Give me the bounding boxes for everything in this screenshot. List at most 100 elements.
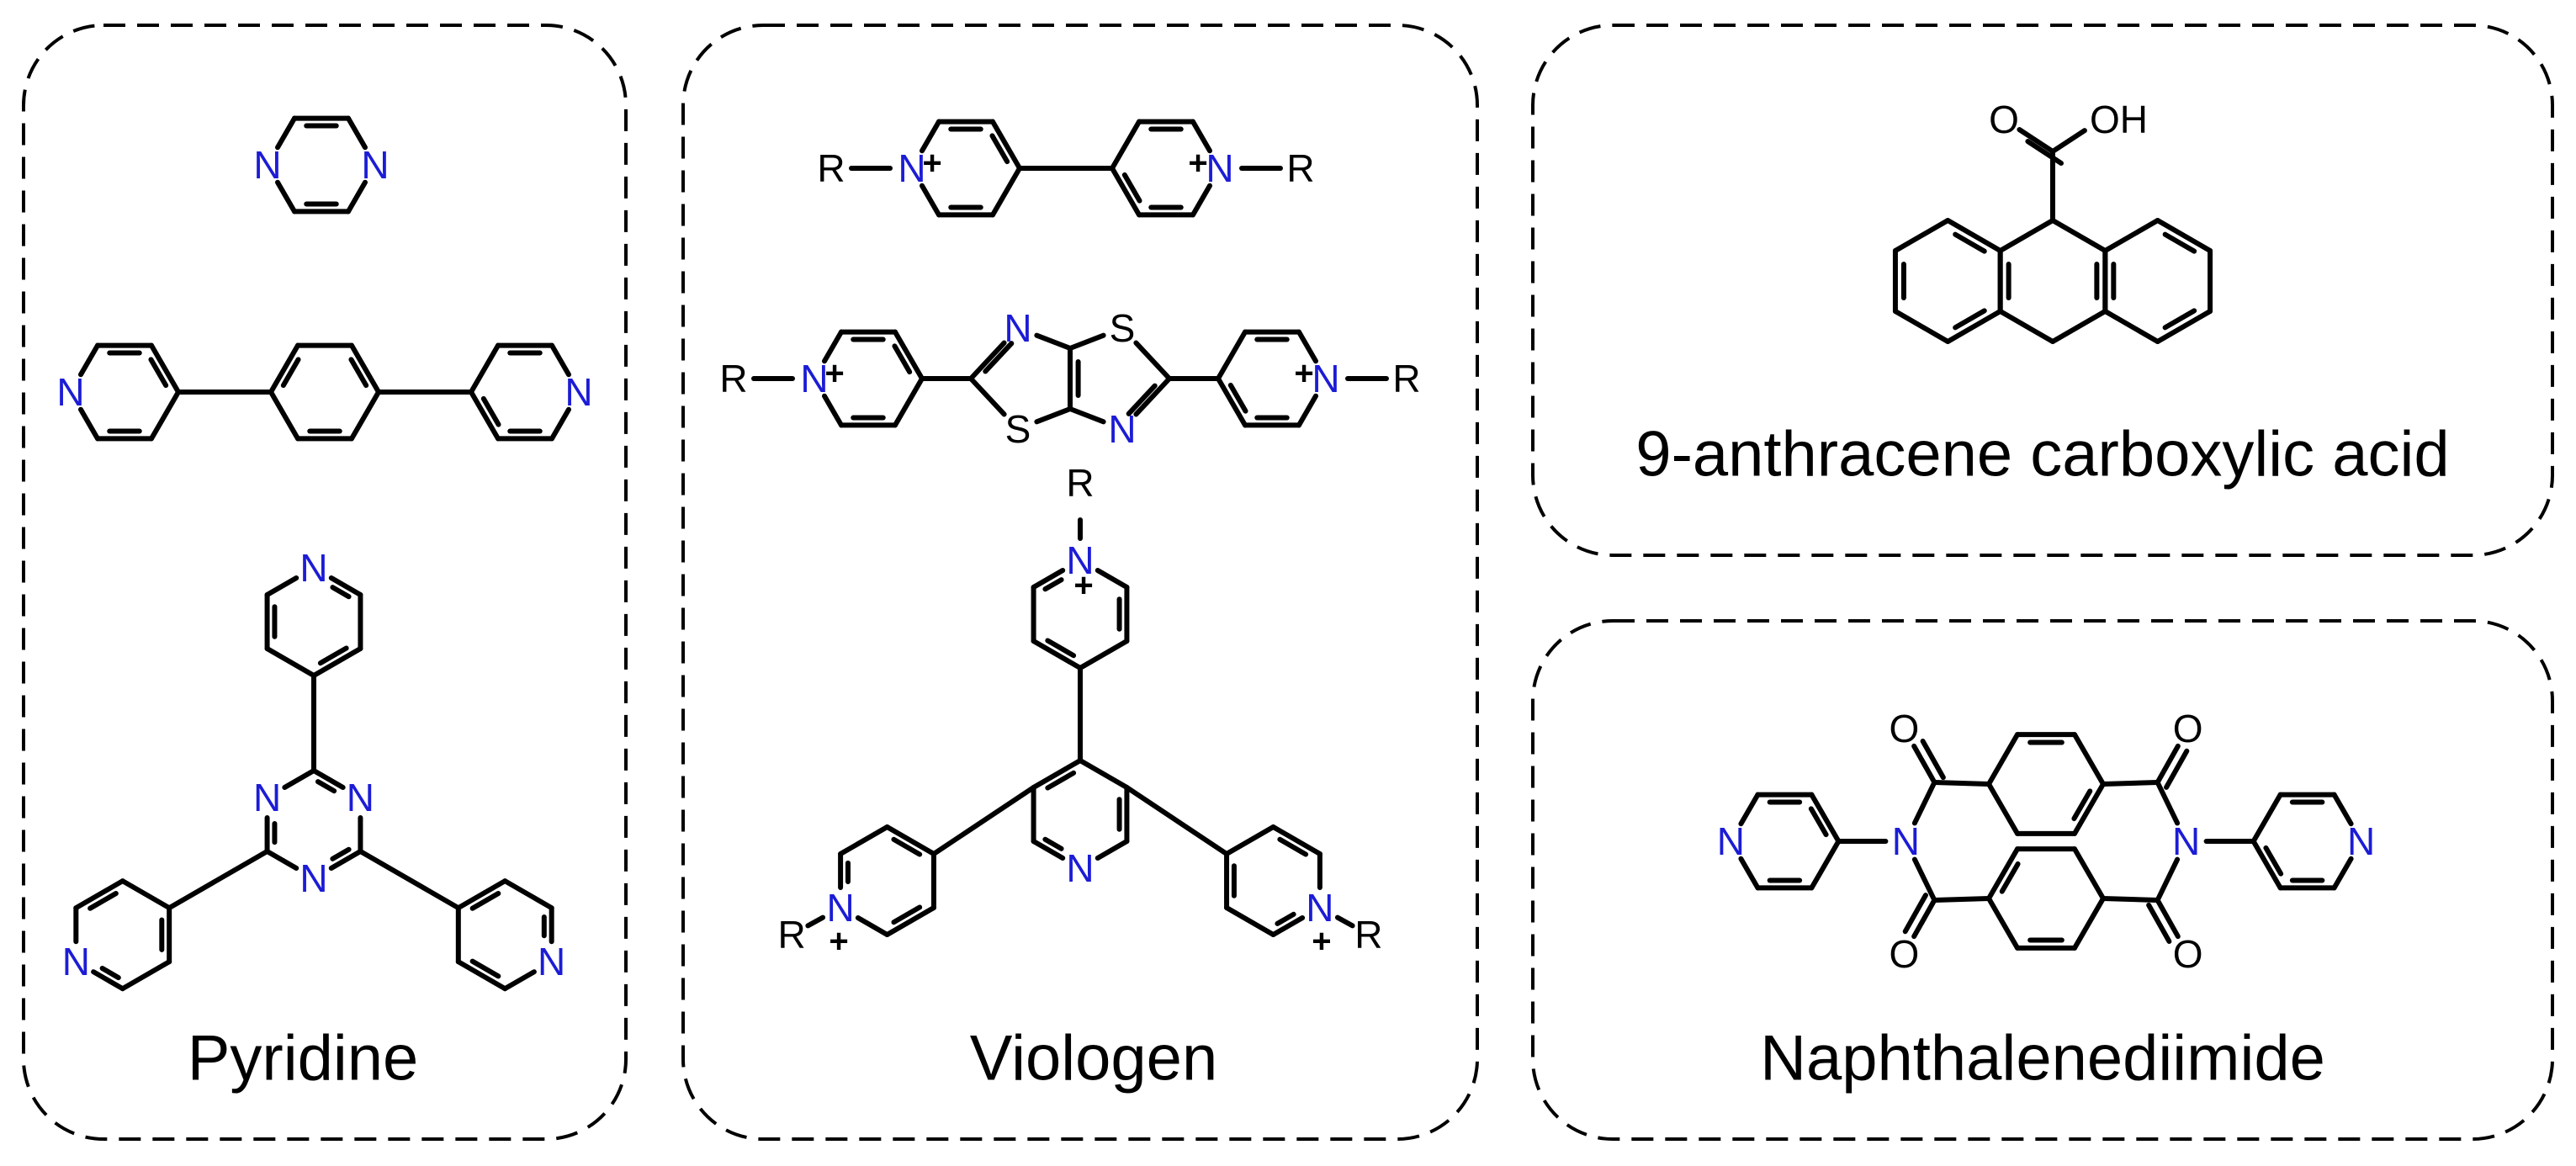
single-bond xyxy=(1911,898,1937,940)
positive-charge: + xyxy=(1073,567,1093,604)
double-bond xyxy=(1042,836,1064,851)
nitrogen-atom: N xyxy=(2172,819,2200,863)
ring-bond xyxy=(884,824,936,856)
double-bond xyxy=(892,343,913,375)
ring-bond xyxy=(455,878,508,911)
ring-bond xyxy=(275,115,297,151)
ring-bond xyxy=(149,390,181,442)
single-bond xyxy=(1068,332,1106,351)
pyrazine-structure: NN xyxy=(253,115,390,215)
double-bond xyxy=(891,836,923,857)
nitrogen-atom: N xyxy=(62,940,90,983)
positive-charge: + xyxy=(1188,145,1207,182)
single-bond xyxy=(1124,785,1230,856)
ring-bond xyxy=(893,376,925,428)
ring-bond xyxy=(1224,905,1276,937)
ring-bond xyxy=(2050,309,2108,344)
ring-bond xyxy=(1738,856,1761,891)
ring-bond xyxy=(328,575,363,597)
nitrogen-atom: N xyxy=(2347,819,2375,863)
nitrogen-atom: N xyxy=(1717,819,1745,863)
single-bond xyxy=(2101,780,2160,787)
oxygen-atom: O xyxy=(1989,98,2019,141)
single-bond xyxy=(968,376,1007,417)
ring-bond xyxy=(990,166,1022,218)
ring-bond xyxy=(822,393,844,428)
nitrogen-atom: N xyxy=(1004,306,1031,350)
single-bond xyxy=(1911,780,1937,826)
ring-bond xyxy=(264,849,299,871)
single-bond xyxy=(930,785,1036,856)
tripyridinium-pyridine-structure: NN+RN+RN+R xyxy=(777,461,1382,960)
ring-bond xyxy=(855,915,890,937)
ring-bond xyxy=(1270,915,1306,937)
ring-bond xyxy=(2102,218,2160,253)
double-bond xyxy=(330,846,352,861)
single-bond xyxy=(1034,406,1073,425)
double-bond xyxy=(280,357,301,389)
caption-naphthalenediimide: Naphthalenediimide xyxy=(1760,1023,2325,1094)
double-bond xyxy=(148,357,169,389)
single-bond xyxy=(167,849,270,911)
ring-bond xyxy=(2072,782,2106,836)
ring-bond xyxy=(502,878,554,911)
double-bond xyxy=(983,341,1015,374)
ring-bond xyxy=(1031,568,1066,590)
double-bond xyxy=(2263,845,2284,877)
ring-bond xyxy=(920,183,941,218)
ring-bond xyxy=(275,179,297,215)
nitrogen-atom: N xyxy=(299,856,327,900)
ring-bond xyxy=(1296,329,1318,364)
oxygen-atom: O xyxy=(2173,932,2203,976)
positive-charge: + xyxy=(1312,923,1331,960)
ring-bond xyxy=(311,646,363,678)
double-bond xyxy=(989,133,1010,165)
single-bond xyxy=(1068,406,1106,425)
ring-bond xyxy=(1945,309,2003,344)
double-bond xyxy=(1227,382,1248,414)
ring-bond xyxy=(1095,839,1130,861)
ring-bond xyxy=(1997,218,2055,253)
caption-pyridine: Pyridine xyxy=(188,1023,419,1094)
positive-charge: + xyxy=(922,145,941,182)
nitrogen-atom: N xyxy=(538,940,565,983)
sulfur-atom: S xyxy=(1005,407,1031,451)
double-bond xyxy=(1999,861,2021,894)
nitrogen-atom: N xyxy=(299,546,327,590)
r-substituent: R xyxy=(817,146,845,190)
double-bond xyxy=(1126,383,1158,416)
ring-bond xyxy=(2331,792,2354,827)
double-bond xyxy=(1953,308,1987,331)
positive-charge: + xyxy=(824,355,844,392)
ring-bond xyxy=(1270,824,1322,856)
nitrogen-atom: N xyxy=(564,370,592,414)
double-bond xyxy=(1953,231,1987,254)
ring-bond xyxy=(73,878,125,911)
single-bond xyxy=(1932,896,1991,903)
double-bond xyxy=(99,966,121,981)
double-bond xyxy=(1045,770,1077,791)
ring-bond xyxy=(469,390,501,442)
ring-bond xyxy=(91,969,125,992)
ring-bond xyxy=(1945,218,2003,253)
ring-bond xyxy=(2072,846,2106,901)
ring-bond xyxy=(1190,183,1212,218)
double-bond xyxy=(2162,308,2197,331)
ring-bond xyxy=(268,342,300,395)
ring-bond xyxy=(549,342,571,378)
single-bond xyxy=(1034,332,1073,351)
ring-bond xyxy=(1216,376,1248,428)
ring-bond xyxy=(2072,896,2106,951)
ring-bond xyxy=(1190,119,1212,154)
ring-bond xyxy=(328,849,363,871)
double-bond xyxy=(317,645,349,666)
ring-bond xyxy=(311,768,346,790)
ring-bond xyxy=(1997,309,2055,344)
ring-bond xyxy=(920,119,941,154)
single-bond xyxy=(968,340,1007,381)
